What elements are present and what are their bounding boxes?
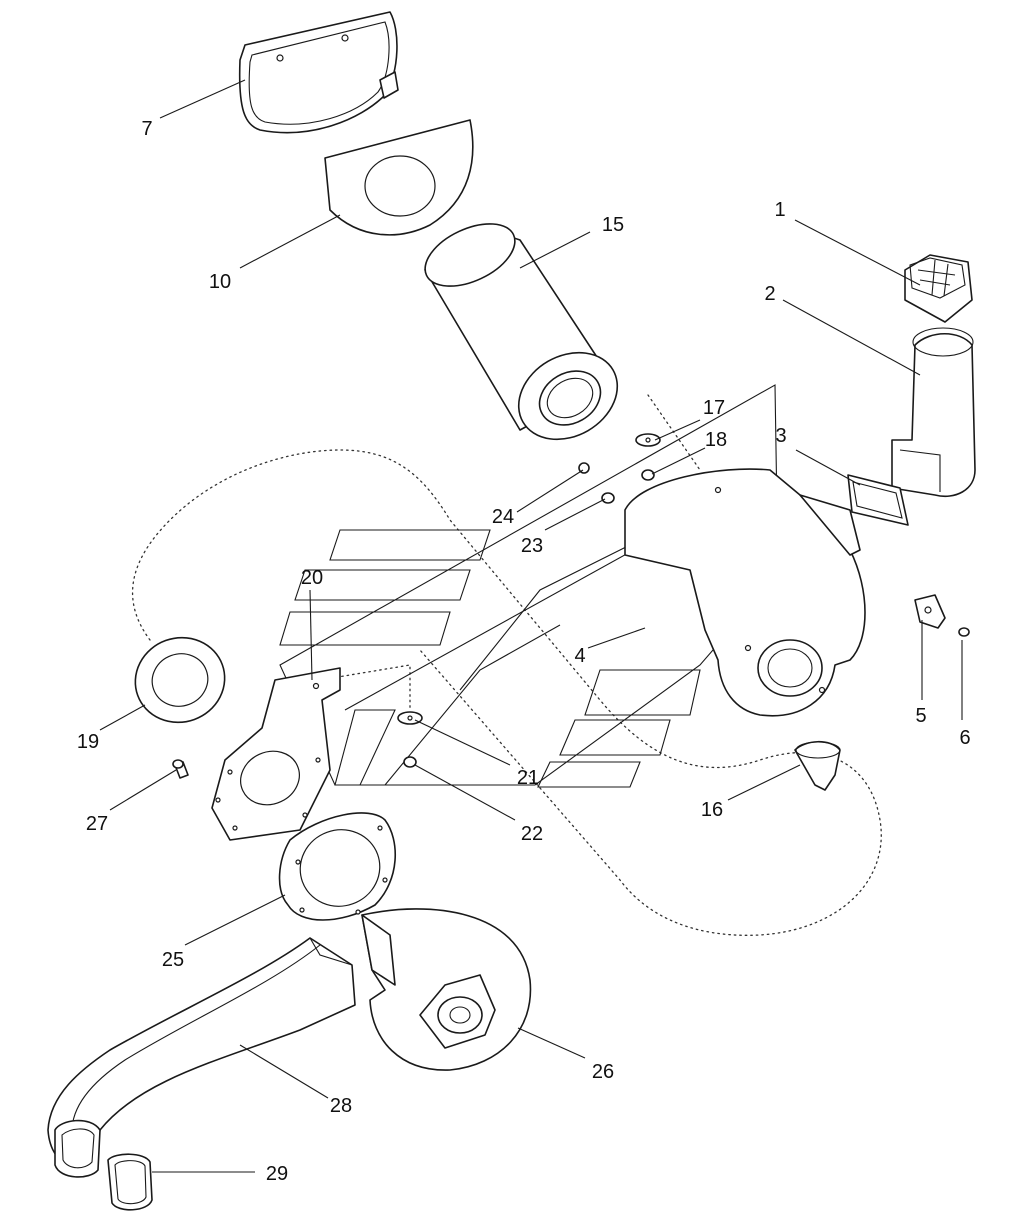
callout-10: 10 — [209, 271, 231, 293]
callout-1: 1 — [774, 199, 785, 221]
part-18-nut[interactable] — [641, 469, 655, 481]
callout-4: 4 — [574, 645, 585, 667]
part-7-top-cover[interactable] — [238, 11, 399, 134]
part-6-nut[interactable] — [958, 627, 970, 637]
callout-20: 20 — [301, 567, 323, 589]
part-3-seal[interactable] — [847, 474, 909, 526]
callout-3: 3 — [775, 425, 786, 447]
assembly-outline — [131, 449, 882, 936]
part-2-intake-duct[interactable] — [891, 327, 976, 497]
part-27-bolt[interactable] — [172, 759, 189, 779]
cab-frame — [279, 384, 779, 788]
callout-18: 18 — [705, 429, 727, 451]
callout-5: 5 — [915, 705, 926, 727]
part-29-seal[interactable] — [107, 1153, 153, 1211]
callout-25: 25 — [162, 949, 184, 971]
callout-labels: 1 2 3 4 5 6 7 10 15 16 17 18 19 20 21 22… — [77, 118, 971, 1185]
part-25-flange-gasket[interactable] — [278, 812, 397, 921]
part-19-gasket[interactable] — [123, 625, 236, 735]
part-16-drain-valve[interactable] — [794, 740, 841, 791]
callout-26: 26 — [592, 1061, 614, 1083]
callout-17: 17 — [703, 397, 725, 419]
part-28-duct[interactable] — [47, 937, 356, 1178]
callout-6: 6 — [959, 727, 970, 749]
part-20-bracket[interactable] — [211, 667, 341, 841]
callout-15: 15 — [602, 214, 624, 236]
part-26-blower[interactable] — [361, 908, 532, 1071]
center-line-20 — [319, 664, 411, 711]
part-10-plate[interactable] — [324, 119, 474, 236]
callout-19: 19 — [77, 731, 99, 753]
callout-28: 28 — [330, 1095, 352, 1117]
part-17-washer[interactable] — [635, 433, 661, 447]
callout-2: 2 — [764, 283, 775, 305]
part-4-housing[interactable] — [624, 468, 866, 717]
callout-24: 24 — [492, 506, 514, 528]
callout-16: 16 — [701, 799, 723, 821]
callout-23: 23 — [521, 535, 543, 557]
center-line-17 — [647, 394, 701, 471]
callout-29: 29 — [266, 1163, 288, 1185]
part-1-cap[interactable] — [904, 254, 973, 323]
callout-22: 22 — [521, 823, 543, 845]
callout-7: 7 — [141, 118, 152, 140]
callout-21: 21 — [517, 767, 539, 789]
callout-27: 27 — [86, 813, 108, 835]
part-5-sensor[interactable] — [914, 594, 946, 629]
part-15-filter-element[interactable] — [416, 211, 634, 456]
part-23-washer[interactable] — [601, 492, 615, 504]
leader-lines — [99, 79, 963, 1173]
part-22-nut[interactable] — [403, 756, 417, 768]
